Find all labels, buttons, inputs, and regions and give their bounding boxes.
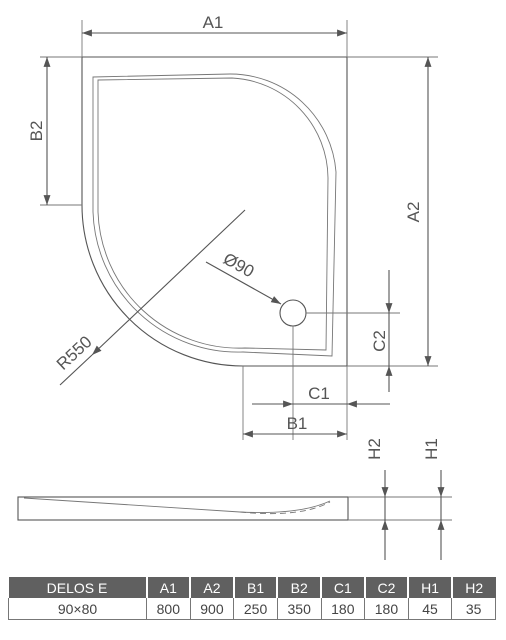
label-c1: C1 (308, 384, 330, 403)
label-c2: C2 (370, 330, 389, 352)
table-row: 90×80 800 900 250 350 180 180 45 35 (8, 598, 496, 620)
tray-top-view (81, 56, 348, 367)
table-header-a2: A2 (190, 577, 235, 598)
label-h2: H2 (365, 438, 384, 460)
label-a1: A1 (203, 13, 224, 32)
table-cell-c2: 180 (364, 598, 409, 620)
table-header-h2: H2 (451, 577, 496, 598)
dimension-table: DELOS E A1 A2 B1 B2 C1 C2 H1 H2 90×80 80… (8, 577, 496, 620)
dimension-c2: C2 (370, 270, 393, 392)
table-cell-c1: 180 (321, 598, 366, 620)
dimension-a1: A1 (82, 13, 347, 37)
table-header-row: DELOS E A1 A2 B1 B2 C1 C2 H1 H2 (8, 577, 496, 598)
dimension-radius: R550 (53, 209, 246, 386)
table-header-h1: H1 (408, 577, 453, 598)
label-b2: B2 (27, 121, 46, 142)
label-radius: R550 (53, 332, 96, 374)
table-header-c1: C1 (321, 577, 366, 598)
tray-side-view (17, 496, 452, 521)
table-header-c2: C2 (364, 577, 410, 598)
technical-drawing: A1 B2 A2 C2 C1 B1 R550 Ø90 (17, 13, 452, 560)
dimension-a2: A2 (404, 57, 432, 366)
table-cell-h1: 45 (408, 598, 453, 620)
dimension-h2: H2 (365, 438, 389, 560)
label-b1: B1 (287, 414, 308, 433)
table-cell-b2: 350 (277, 598, 322, 620)
dimension-b2: B2 (27, 57, 51, 205)
table-cell-h2: 35 (451, 598, 496, 620)
dimension-h1: H1 (422, 438, 445, 560)
dimension-c1: C1 (252, 384, 390, 408)
table-cell-b1: 250 (233, 598, 278, 620)
table-cell-size: 90×80 (8, 598, 147, 620)
label-drain: Ø90 (220, 249, 257, 281)
table-header-b1: B1 (233, 577, 279, 598)
table-header-a1: A1 (146, 577, 192, 598)
table-cell-a2: 900 (190, 598, 235, 620)
label-a2: A2 (404, 202, 423, 223)
table-cell-a1: 800 (146, 598, 191, 620)
table-header-b2: B2 (277, 577, 322, 598)
label-h1: H1 (422, 438, 441, 460)
drain-circle (279, 299, 307, 327)
dimension-b1: B1 (243, 414, 347, 438)
table-header-model: DELOS E (8, 577, 148, 598)
dimension-drain: Ø90 (205, 249, 282, 305)
